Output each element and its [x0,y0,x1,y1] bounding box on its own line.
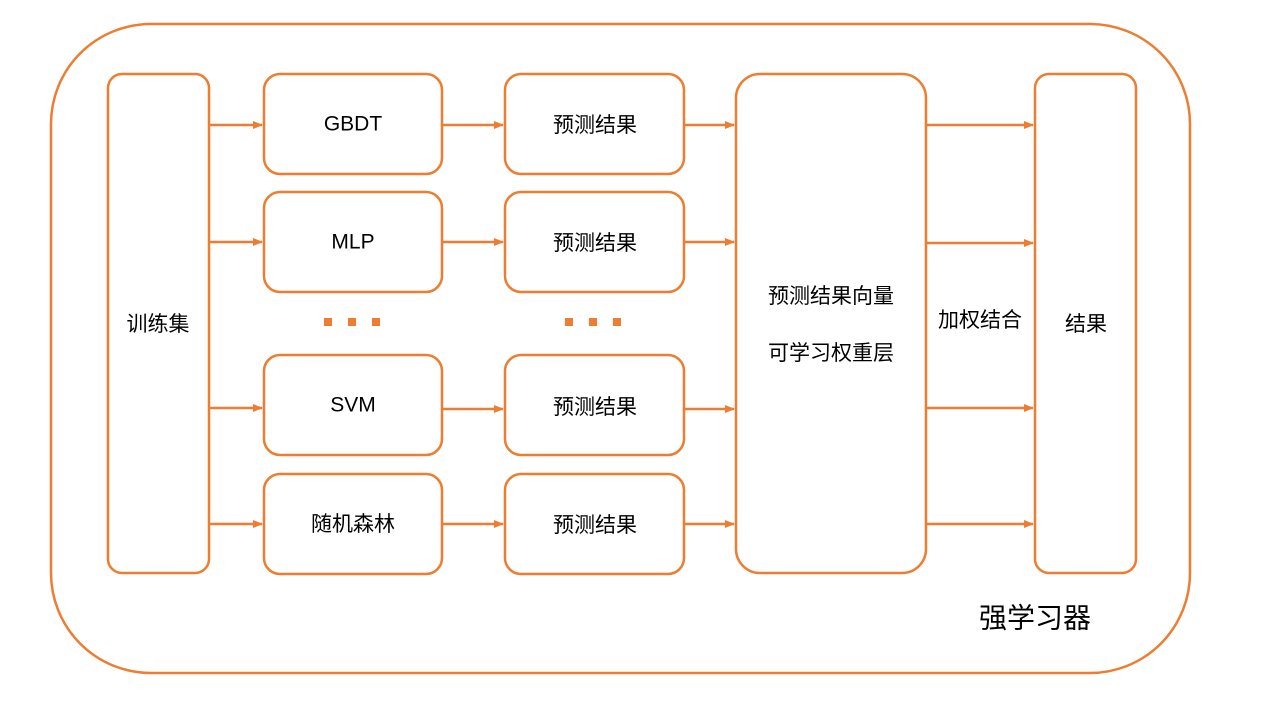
model-label-mlp: MLP [331,231,374,254]
output-node: 结果 [1033,72,1138,575]
prediction-label-4: 预测结果 [553,513,637,537]
model-label-gbdt: GBDT [324,113,383,136]
weighted-combine-label: 加权结合 [938,308,1022,332]
prediction-node-3: 预测结果 [503,353,686,457]
output-label: 结果 [1065,312,1107,336]
prediction-label-1: 预测结果 [553,113,637,137]
ellipsis-models [324,318,380,326]
model-node-random-forest: 随机森林 [262,472,444,576]
model-node-mlp: MLP [262,190,444,294]
model-label-random-forest: 随机森林 [311,512,395,536]
model-label-svm: SVM [330,394,376,417]
training-set-label: 训练集 [127,312,190,336]
prediction-node-1: 预测结果 [503,72,686,176]
weight-layer-line2: 可学习权重层 [768,341,894,365]
ellipsis-predictions [565,318,621,326]
prediction-label-3: 预测结果 [553,395,637,419]
weight-layer-node: 预测结果向量 可学习权重层 [734,72,928,575]
model-node-gbdt: GBDT [262,72,444,176]
prediction-node-4: 预测结果 [503,472,686,576]
strong-learner-label: 强学习器 [979,602,1091,635]
model-node-svm: SVM [262,353,444,457]
weight-layer-line1: 预测结果向量 [768,284,894,308]
prediction-label-2: 预测结果 [553,231,637,255]
training-set-node: 训练集 [106,72,211,575]
prediction-node-2: 预测结果 [503,190,686,294]
